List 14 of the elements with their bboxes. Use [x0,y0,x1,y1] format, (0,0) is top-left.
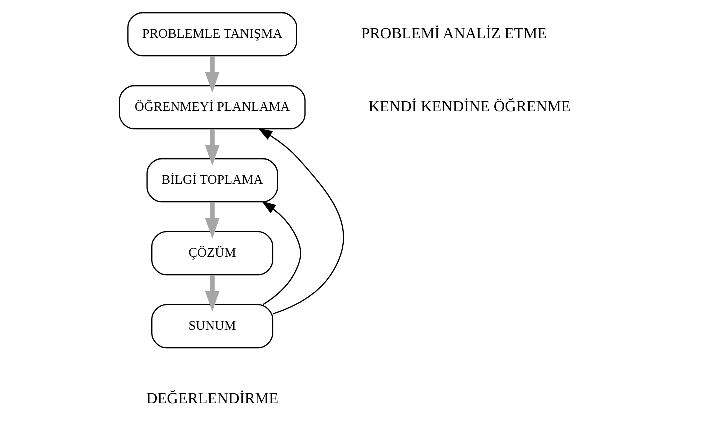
arrow [205,275,220,312]
label: DEĞERLENDİRME [146,390,279,408]
arrow [258,128,344,315]
label: PROBLEMİ ANALİZ ETME [361,26,548,43]
node-box: ÖĞRENMEYİ PLANLAMA [119,85,306,130]
arrow [205,129,220,166]
arrow [205,56,220,93]
node-box: BİLGİ TOPLAMA [146,158,278,203]
node-box: SUNUM [152,304,274,349]
arrow [205,202,220,239]
arrow [262,201,302,306]
node-box: ÇÖZÜM [152,231,274,276]
node-box: PROBLEMLE TANIŞMA [128,12,298,57]
label: KENDİ KENDİNE ÖĞRENME [368,98,571,116]
